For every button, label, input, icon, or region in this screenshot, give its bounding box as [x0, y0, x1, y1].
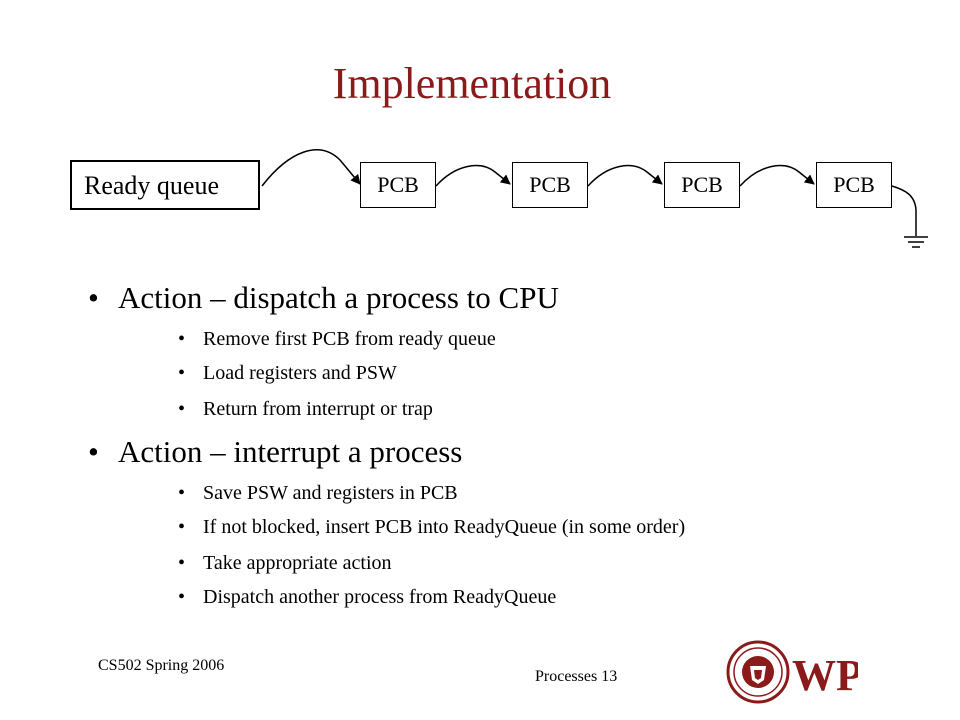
bullet-dot: •	[178, 398, 186, 420]
sub-bullet-text: If not blocked, insert PCB into ReadyQue…	[203, 516, 686, 538]
sub-bullet-text: Load registers and PSW	[203, 362, 397, 384]
bullet-dot: •	[178, 328, 186, 350]
link-arrow-1	[435, 164, 511, 187]
sub-bullet-text: Dispatch another process from ReadyQueue	[203, 586, 557, 608]
slide-title: Implementation	[332, 59, 612, 108]
sub-bullet-text: Remove first PCB from ready queue	[203, 328, 496, 350]
link-arrow-2	[587, 164, 663, 187]
pcb-box-1: PCB	[360, 162, 436, 208]
bullet-dot: •	[178, 362, 186, 384]
bullet-dot: •	[178, 482, 186, 504]
bullet-dot: •	[88, 280, 99, 315]
pcb-box-4: PCB	[816, 162, 892, 208]
null-link-line	[891, 185, 917, 236]
ground-icon	[904, 236, 928, 248]
footer-course: CS502 Spring 2006	[98, 657, 225, 674]
bullet-dot: •	[178, 516, 186, 538]
bullet-dot: •	[178, 586, 186, 608]
wpi-seal-icon	[726, 640, 790, 704]
footer-page-number: Processes 13	[535, 668, 618, 685]
link-arrow-3	[739, 164, 815, 187]
sub-bullet-text: Save PSW and registers in PCB	[203, 482, 458, 504]
ready-queue-box: Ready queue	[70, 160, 260, 210]
pcb-box-2: PCB	[512, 162, 588, 208]
sub-bullet-text: Return from interrupt or trap	[203, 398, 433, 420]
wpi-wordmark: WPI	[792, 651, 858, 700]
bullet-text: Action – dispatch a process to CPU	[118, 280, 559, 315]
sub-bullet-text: Take appropriate action	[203, 552, 392, 574]
pcb-box-3: PCB	[664, 162, 740, 208]
wpi-logo: WPI	[726, 640, 858, 704]
bullet-text: Action – interrupt a process	[118, 434, 463, 469]
bullet-dot: •	[178, 552, 186, 574]
bullet-dot: •	[88, 434, 99, 469]
link-arrow-head	[261, 149, 361, 187]
